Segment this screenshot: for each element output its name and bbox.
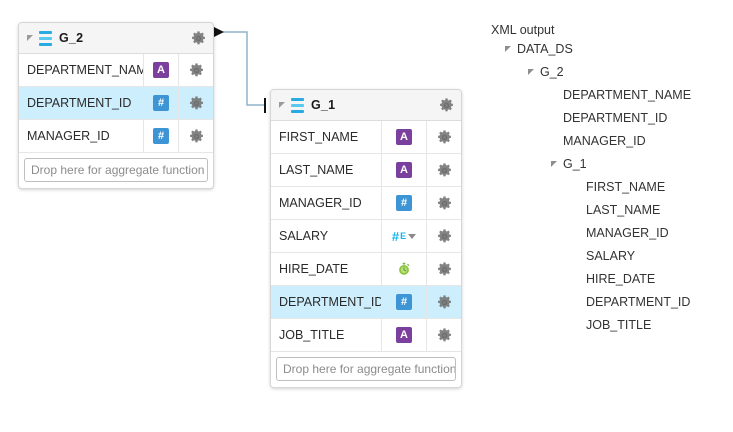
tree-node-label: LAST_NAME <box>586 202 661 217</box>
xml-output-title: XML output <box>491 23 555 37</box>
tree-node[interactable]: LAST_NAME <box>491 198 726 221</box>
aggregate-type-icon[interactable]: #E <box>381 220 426 252</box>
aggregate-dropzone[interactable]: Drop here for aggregate function <box>276 357 456 381</box>
tree-node[interactable]: HIRE_DATE <box>491 267 726 290</box>
chevron-down-icon <box>408 233 417 239</box>
tree-node-label: HIRE_DATE <box>586 271 656 286</box>
field-name: MANAGER_ID <box>279 196 362 210</box>
tree-node-label: FIRST_NAME <box>586 179 666 194</box>
triangle-expanded-icon[interactable] <box>528 68 534 75</box>
triangle-expanded-icon[interactable] <box>505 45 511 52</box>
field-name: FIRST_NAME <box>279 130 359 144</box>
number-type-icon[interactable]: # <box>143 87 178 119</box>
tree-node-label: SALARY <box>586 248 636 263</box>
tree-node-label: DATA_DS <box>517 41 573 56</box>
table-row[interactable]: DEPARTMENT_ID # <box>271 286 461 319</box>
table-row[interactable]: DEPARTMENT_NAME A <box>19 54 213 87</box>
date-type-icon[interactable] <box>381 253 426 285</box>
text-type-icon[interactable]: A <box>381 121 426 153</box>
table-row[interactable]: LAST_NAME A <box>271 154 461 187</box>
tree-node[interactable]: MANAGER_ID <box>491 221 726 244</box>
field-name: MANAGER_ID <box>27 129 110 143</box>
triangle-expanded-icon[interactable] <box>551 160 557 167</box>
number-type-icon[interactable]: # <box>381 187 426 219</box>
table-row[interactable]: MANAGER_ID # <box>271 187 461 220</box>
aggregate-dropzone-wrapper: Drop here for aggregate function <box>271 352 461 387</box>
tree-node-label: JOB_TITLE <box>586 317 652 332</box>
gear-icon[interactable] <box>426 286 461 318</box>
field-name: SALARY <box>279 229 329 243</box>
group-panel-g2[interactable]: G_2 DEPARTMENT_NAME A DEPARTMENT_ID # MA… <box>18 22 214 189</box>
table-row[interactable]: DEPARTMENT_ID # <box>19 87 213 120</box>
gear-icon[interactable] <box>426 121 461 153</box>
triangle-expanded-icon[interactable] <box>27 35 33 41</box>
gear-icon[interactable] <box>426 319 461 351</box>
tree-node[interactable]: DATA_DS <box>491 37 726 60</box>
number-type-icon[interactable]: # <box>143 120 178 152</box>
triangle-expanded-icon[interactable] <box>279 102 285 108</box>
field-name: JOB_TITLE <box>279 328 345 342</box>
table-row[interactable]: FIRST_NAME A <box>271 121 461 154</box>
tree-node[interactable]: MANAGER_ID <box>491 129 726 152</box>
group-header-g2[interactable]: G_2 <box>19 23 213 54</box>
aggregate-dropzone[interactable]: Drop here for aggregate function <box>24 158 208 182</box>
field-name: DEPARTMENT_ID <box>279 295 381 309</box>
group-header-g1[interactable]: G_1 <box>271 90 461 121</box>
gear-icon[interactable] <box>426 253 461 285</box>
group-title: G_2 <box>59 31 84 45</box>
aggregate-dropzone-wrapper: Drop here for aggregate function <box>19 153 213 188</box>
tree-node[interactable]: DEPARTMENT_NAME <box>491 83 726 106</box>
tree-node[interactable]: DEPARTMENT_ID <box>491 106 726 129</box>
tree-node-label: DEPARTMENT_ID <box>586 294 691 309</box>
gear-icon[interactable] <box>178 120 213 152</box>
arrow-right-icon <box>214 27 224 37</box>
tree-node-label: G_2 <box>540 64 564 79</box>
number-type-icon[interactable]: # <box>381 286 426 318</box>
tree-node-label: MANAGER_ID <box>563 133 646 148</box>
tree-node[interactable]: G_1 <box>491 152 726 175</box>
gear-icon[interactable] <box>439 97 454 113</box>
text-type-icon[interactable]: A <box>143 54 178 86</box>
tree-node-label: G_1 <box>563 156 587 171</box>
tree-node[interactable]: G_2 <box>491 60 726 83</box>
gear-icon[interactable] <box>426 154 461 186</box>
table-row[interactable]: JOB_TITLE A <box>271 319 461 352</box>
group-title: G_1 <box>311 98 336 112</box>
field-name: DEPARTMENT_ID <box>27 96 132 110</box>
field-name: HIRE_DATE <box>279 262 349 276</box>
database-group-icon <box>291 97 304 113</box>
tree-node[interactable]: SALARY <box>491 244 726 267</box>
database-group-icon <box>39 30 52 46</box>
group-panel-g1[interactable]: G_1 FIRST_NAME A LAST_NAME A MANAGER_ID … <box>270 89 462 388</box>
gear-icon[interactable] <box>178 54 213 86</box>
tree-node[interactable]: FIRST_NAME <box>491 175 726 198</box>
field-name: DEPARTMENT_NAME <box>27 63 143 77</box>
table-row[interactable]: HIRE_DATE <box>271 253 461 286</box>
tree-node-label: DEPARTMENT_ID <box>563 110 668 125</box>
gear-icon[interactable] <box>191 30 206 46</box>
table-row[interactable]: MANAGER_ID # <box>19 120 213 153</box>
field-name: LAST_NAME <box>279 163 354 177</box>
table-row[interactable]: SALARY #E <box>271 220 461 253</box>
text-type-icon[interactable]: A <box>381 319 426 351</box>
gear-icon[interactable] <box>178 87 213 119</box>
tree-node[interactable]: DEPARTMENT_ID <box>491 290 726 313</box>
text-type-icon[interactable]: A <box>381 154 426 186</box>
tree-node-label: MANAGER_ID <box>586 225 669 240</box>
tree-node[interactable]: JOB_TITLE <box>491 313 726 336</box>
gear-icon[interactable] <box>426 187 461 219</box>
gear-icon[interactable] <box>426 220 461 252</box>
tree-node-label: DEPARTMENT_NAME <box>563 87 692 102</box>
